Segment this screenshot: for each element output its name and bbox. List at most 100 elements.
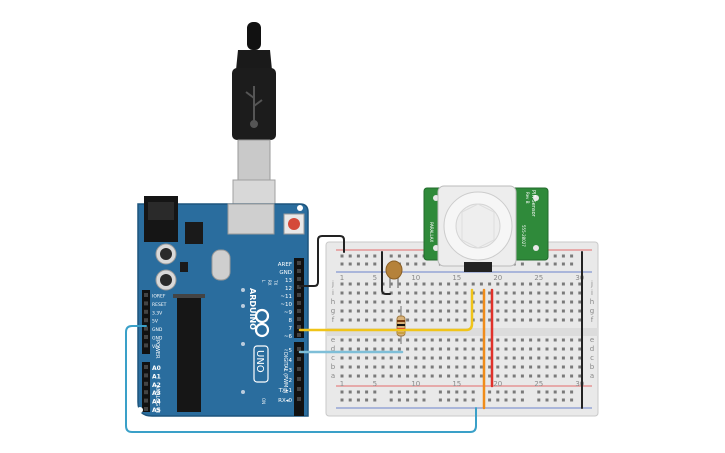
terminal-hole[interactable] xyxy=(545,300,549,304)
terminal-hole[interactable] xyxy=(570,318,574,322)
terminal-hole[interactable] xyxy=(406,347,410,351)
terminal-hole[interactable] xyxy=(414,300,418,304)
terminal-hole[interactable] xyxy=(537,374,541,378)
rail-hole[interactable] xyxy=(537,390,541,394)
terminal-hole[interactable] xyxy=(488,347,492,351)
terminal-hole[interactable] xyxy=(373,338,377,342)
rail-hole[interactable] xyxy=(570,262,574,266)
terminal-hole[interactable] xyxy=(389,282,393,286)
terminal-hole[interactable] xyxy=(348,338,352,342)
digital-pin-socket[interactable] xyxy=(297,277,301,281)
terminal-hole[interactable] xyxy=(430,365,434,369)
rail-hole[interactable] xyxy=(455,390,459,394)
terminal-hole[interactable] xyxy=(438,309,442,313)
terminal-hole[interactable] xyxy=(496,318,500,322)
analog-pin-socket[interactable] xyxy=(144,373,148,378)
terminal-hole[interactable] xyxy=(537,282,541,286)
terminal-hole[interactable] xyxy=(463,365,467,369)
terminal-hole[interactable] xyxy=(406,291,410,295)
terminal-hole[interactable] xyxy=(356,309,360,313)
rail-hole[interactable] xyxy=(422,262,426,266)
terminal-hole[interactable] xyxy=(553,356,557,360)
terminal-hole[interactable] xyxy=(545,356,549,360)
digital-pin-socket[interactable] xyxy=(297,387,301,391)
terminal-hole[interactable] xyxy=(340,309,344,313)
terminal-hole[interactable] xyxy=(340,356,344,360)
rail-hole[interactable] xyxy=(512,390,516,394)
terminal-hole[interactable] xyxy=(520,374,524,378)
terminal-hole[interactable] xyxy=(414,347,418,351)
terminal-hole[interactable] xyxy=(381,347,385,351)
terminal-hole[interactable] xyxy=(455,338,459,342)
rail-hole[interactable] xyxy=(340,262,344,266)
terminal-hole[interactable] xyxy=(447,300,451,304)
terminal-hole[interactable] xyxy=(455,374,459,378)
terminal-hole[interactable] xyxy=(397,309,401,313)
terminal-hole[interactable] xyxy=(397,374,401,378)
terminal-hole[interactable] xyxy=(545,365,549,369)
terminal-hole[interactable] xyxy=(529,291,533,295)
terminal-hole[interactable] xyxy=(414,309,418,313)
terminal-hole[interactable] xyxy=(463,300,467,304)
rail-hole[interactable] xyxy=(570,398,574,402)
terminal-hole[interactable] xyxy=(512,300,516,304)
terminal-hole[interactable] xyxy=(447,282,451,286)
rail-hole[interactable] xyxy=(447,398,451,402)
terminal-hole[interactable] xyxy=(520,282,524,286)
rail-hole[interactable] xyxy=(447,390,451,394)
terminal-hole[interactable] xyxy=(570,309,574,313)
terminal-hole[interactable] xyxy=(512,365,516,369)
terminal-hole[interactable] xyxy=(397,365,401,369)
terminal-hole[interactable] xyxy=(455,300,459,304)
terminal-hole[interactable] xyxy=(422,318,426,322)
terminal-hole[interactable] xyxy=(463,374,467,378)
terminal-hole[interactable] xyxy=(570,338,574,342)
terminal-hole[interactable] xyxy=(479,282,483,286)
rail-hole[interactable] xyxy=(406,398,410,402)
ceramic-capacitor[interactable] xyxy=(385,260,403,288)
rail-hole[interactable] xyxy=(373,390,377,394)
power-pin-socket[interactable] xyxy=(144,343,148,348)
rail-hole[interactable] xyxy=(537,398,541,402)
terminal-hole[interactable] xyxy=(570,374,574,378)
rail-hole[interactable] xyxy=(561,390,565,394)
terminal-hole[interactable] xyxy=(488,291,492,295)
terminal-hole[interactable] xyxy=(463,318,467,322)
terminal-hole[interactable] xyxy=(504,300,508,304)
rail-hole[interactable] xyxy=(340,390,344,394)
terminal-hole[interactable] xyxy=(430,291,434,295)
terminal-hole[interactable] xyxy=(348,291,352,295)
rail-hole[interactable] xyxy=(389,390,393,394)
terminal-hole[interactable] xyxy=(479,338,483,342)
terminal-hole[interactable] xyxy=(373,291,377,295)
rail-hole[interactable] xyxy=(356,254,360,258)
terminal-hole[interactable] xyxy=(553,318,557,322)
terminal-hole[interactable] xyxy=(463,282,467,286)
terminal-hole[interactable] xyxy=(356,291,360,295)
terminal-hole[interactable] xyxy=(406,300,410,304)
rail-hole[interactable] xyxy=(520,398,524,402)
terminal-hole[interactable] xyxy=(520,291,524,295)
rail-hole[interactable] xyxy=(406,390,410,394)
terminal-hole[interactable] xyxy=(422,309,426,313)
terminal-hole[interactable] xyxy=(537,291,541,295)
terminal-hole[interactable] xyxy=(455,309,459,313)
terminal-hole[interactable] xyxy=(471,356,475,360)
terminal-hole[interactable] xyxy=(447,338,451,342)
terminal-hole[interactable] xyxy=(578,282,582,286)
terminal-hole[interactable] xyxy=(578,291,582,295)
rail-hole[interactable] xyxy=(373,398,377,402)
terminal-hole[interactable] xyxy=(414,291,418,295)
terminal-hole[interactable] xyxy=(553,309,557,313)
digital-pin-socket[interactable] xyxy=(297,285,301,289)
terminal-hole[interactable] xyxy=(373,347,377,351)
terminal-hole[interactable] xyxy=(381,309,385,313)
rail-hole[interactable] xyxy=(340,398,344,402)
terminal-hole[interactable] xyxy=(553,300,557,304)
terminal-hole[interactable] xyxy=(553,282,557,286)
terminal-hole[interactable] xyxy=(373,365,377,369)
rail-hole[interactable] xyxy=(512,398,516,402)
terminal-hole[interactable] xyxy=(578,365,582,369)
terminal-hole[interactable] xyxy=(512,291,516,295)
